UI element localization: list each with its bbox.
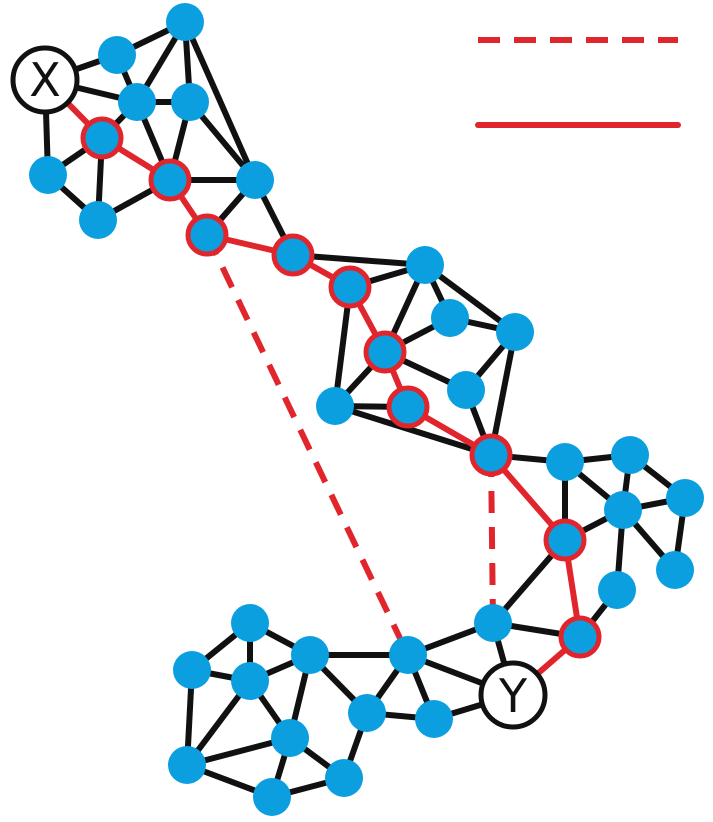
graph-node (29, 156, 67, 194)
graph-edge (182, 19, 258, 183)
graph-node (431, 299, 469, 337)
graph-node (666, 479, 704, 517)
graph-node (474, 604, 512, 642)
endpoint-y-node (478, 660, 548, 730)
graph-node (271, 719, 309, 757)
path-node (271, 233, 315, 277)
graph-node (406, 246, 444, 284)
graph-node (656, 551, 694, 589)
graph-edge (290, 252, 428, 268)
graph-node (316, 387, 354, 425)
graph-node (168, 746, 206, 784)
graph-node (348, 694, 386, 732)
graph-node (447, 371, 485, 409)
graph-edge (332, 403, 494, 458)
graph-node (171, 83, 209, 121)
path-node (386, 385, 430, 429)
graph-node (98, 36, 136, 74)
graph-node (546, 443, 584, 481)
graph-node (389, 636, 427, 674)
graph-node (604, 491, 642, 529)
highlighted-path-layer (42, 77, 583, 698)
endpoint-x-label: X (29, 53, 61, 107)
endpoint-y-label: Y (498, 669, 528, 723)
path-node (363, 330, 407, 374)
graph-node (166, 3, 204, 41)
graph-node (415, 700, 453, 738)
graph-node (611, 436, 649, 474)
dashed-shortcut-edge (204, 233, 411, 657)
legend (475, 37, 681, 128)
nodes-layer (29, 3, 704, 816)
graph-node (291, 636, 329, 674)
endpoint-x-node (10, 45, 80, 115)
graph-node (118, 83, 156, 121)
dashed-shortcuts-layer (204, 233, 496, 657)
path-node (148, 158, 192, 202)
path-node (469, 433, 513, 477)
graph-node (231, 604, 269, 642)
dashed-shortcut-edge (488, 454, 496, 624)
path-node (80, 116, 124, 160)
path-node (328, 265, 372, 309)
graph-node (325, 759, 363, 797)
endpoints-layer: X Y (10, 45, 548, 730)
graph-node (79, 201, 117, 239)
path-node (185, 213, 229, 257)
graph-node (253, 778, 291, 816)
edges-layer (42, 19, 688, 800)
graph-node (598, 571, 636, 609)
path-node (543, 518, 587, 562)
graph-node (236, 161, 274, 199)
graph-node (173, 651, 211, 689)
graph-node (496, 313, 534, 351)
path-node (558, 615, 602, 659)
graph-node (231, 662, 269, 700)
